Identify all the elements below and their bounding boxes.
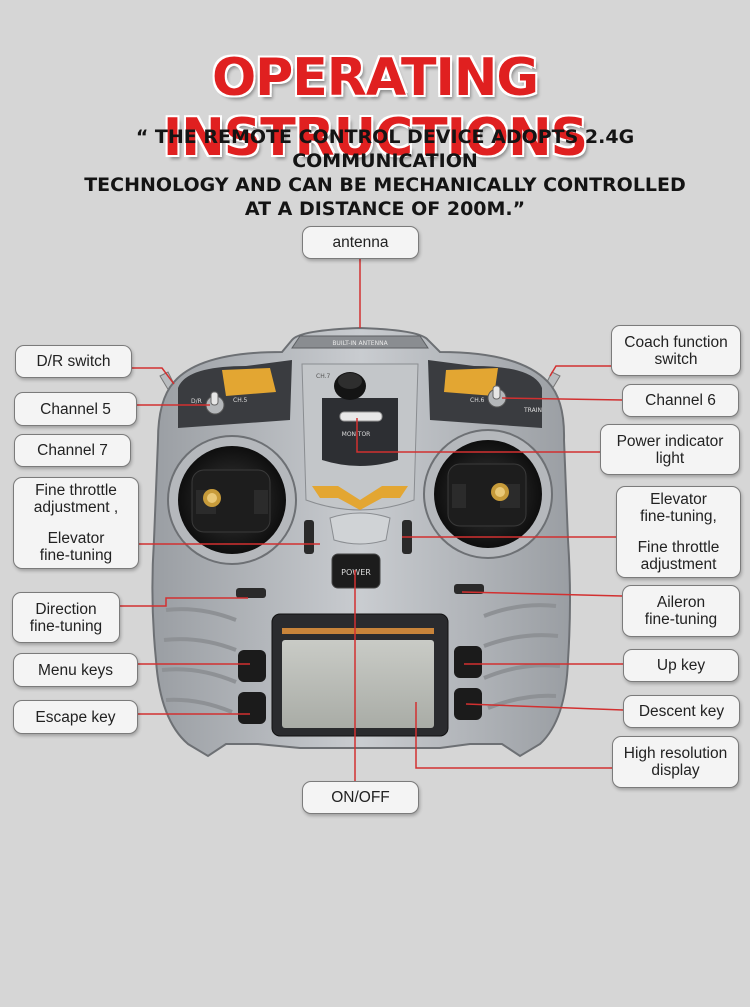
power-button: POWER <box>331 553 381 589</box>
lcd-screen <box>282 640 434 728</box>
label-text: adjustment , <box>33 499 119 516</box>
subtitle-line-3: AT A DISTANCE OF 200M.” <box>244 198 526 220</box>
label-on-off: ON/OFF <box>302 781 419 814</box>
subtitle-line-2: TECHNOLOGY AND CAN BE MECHANICALLY CONTR… <box>84 174 686 196</box>
antenna-print: BUILT-IN ANTENNA <box>332 340 388 347</box>
label-coach-function-switch: Coach function switch <box>611 325 741 376</box>
left-grip-ribs <box>161 607 237 714</box>
antenna-plate <box>291 335 429 349</box>
power-print: POWER <box>341 568 371 577</box>
train-print: TRAIN <box>523 407 542 414</box>
left-horizontal-trim <box>236 588 266 598</box>
switch-label-plate-right <box>444 368 498 396</box>
label-text: fine-tuning <box>39 547 113 564</box>
label-up-key: Up key <box>623 649 739 682</box>
label-text: Elevator <box>650 491 707 508</box>
switch-label-plate-left <box>222 368 276 396</box>
label-fine-throttle-elevator-left: Fine throttle adjustment , Elevator fine… <box>13 477 139 569</box>
right-gimbal <box>423 429 553 559</box>
label-text: High resolution <box>623 745 728 762</box>
center-gold-stripe <box>312 486 408 510</box>
label-channel-6: Channel 6 <box>622 384 739 417</box>
label-up-key-text: Up key <box>656 657 706 674</box>
monitor-print: MONITOR <box>342 431 371 438</box>
left-gimbal <box>167 435 297 565</box>
label-escape-key-text: Escape key <box>35 708 116 726</box>
label-high-resolution-display: High resolution display <box>612 736 739 788</box>
label-text: Direction <box>35 600 97 618</box>
menu-key <box>238 650 266 682</box>
label-text: Elevator <box>47 530 105 547</box>
label-text: display <box>651 762 700 779</box>
up-key <box>454 646 482 678</box>
label-text: Fine throttle <box>637 539 720 556</box>
label-text: adjustment <box>640 556 717 573</box>
ch5-print: CH.5 <box>233 397 248 404</box>
escape-key <box>238 692 266 724</box>
ch6-toggle-switch <box>487 385 507 408</box>
center-logo-plate <box>329 512 391 545</box>
label-antenna: antenna <box>302 226 419 259</box>
page-title: OPERATING INSTRUCTIONS <box>162 48 588 168</box>
label-text: switch <box>654 350 698 368</box>
right-grip-ribs <box>483 603 561 710</box>
label-menu-keys: Menu keys <box>13 653 138 687</box>
label-text: fine-tuning, <box>640 508 717 525</box>
dr-print: D/R <box>191 398 202 405</box>
label-channel-7: Channel 7 <box>14 434 131 467</box>
ch7-knob <box>334 372 366 400</box>
label-aileron-fine-tuning: Aileron fine-tuning <box>622 585 740 637</box>
label-text: fine-tuning <box>29 617 103 635</box>
label-text: Aileron <box>656 594 706 611</box>
label-text: Coach function <box>624 333 728 351</box>
label-text: Fine throttle <box>35 482 117 499</box>
label-antenna-text: antenna <box>332 234 389 251</box>
label-channel-6-text: Channel 6 <box>645 392 716 409</box>
label-descent-key-text: Descent key <box>638 703 725 720</box>
label-menu-keys-text: Menu keys <box>38 661 113 679</box>
label-elevator-fine-throttle-right: Elevator fine-tuning, Fine throttle adju… <box>616 486 741 578</box>
lcd-orange-strip <box>282 628 434 634</box>
label-text: Power indicator <box>616 432 724 450</box>
label-power-indicator-light: Power indicator light <box>600 424 740 475</box>
left-vertical-trim <box>304 520 314 554</box>
label-escape-key: Escape key <box>13 700 138 734</box>
label-text: light <box>655 449 685 467</box>
label-dr-switch: D/R switch <box>15 345 132 378</box>
label-on-off-text: ON/OFF <box>331 789 390 806</box>
right-horizontal-trim <box>454 584 484 594</box>
label-descent-key: Descent key <box>623 695 740 728</box>
ch6-print: CH.6 <box>470 397 485 404</box>
label-text: fine-tuning <box>644 611 718 628</box>
subtitle-line-1: “ THE REMOTE CONTROL DEVICE ADOPTS 2.4G … <box>135 126 635 172</box>
leader-lines <box>120 259 624 782</box>
label-dr-switch-text: D/R switch <box>36 353 111 370</box>
label-channel-5-text: Channel 5 <box>40 400 111 418</box>
ch7-print-left: CH.7 <box>316 373 331 380</box>
label-direction-fine-tuning: Direction fine-tuning <box>12 592 120 643</box>
monitor-led <box>339 411 383 422</box>
label-channel-5: Channel 5 <box>14 392 137 426</box>
label-channel-7-text: Channel 7 <box>37 442 108 459</box>
subtitle: “ THE REMOTE CONTROL DEVICE ADOPTS 2.4G … <box>40 125 730 221</box>
